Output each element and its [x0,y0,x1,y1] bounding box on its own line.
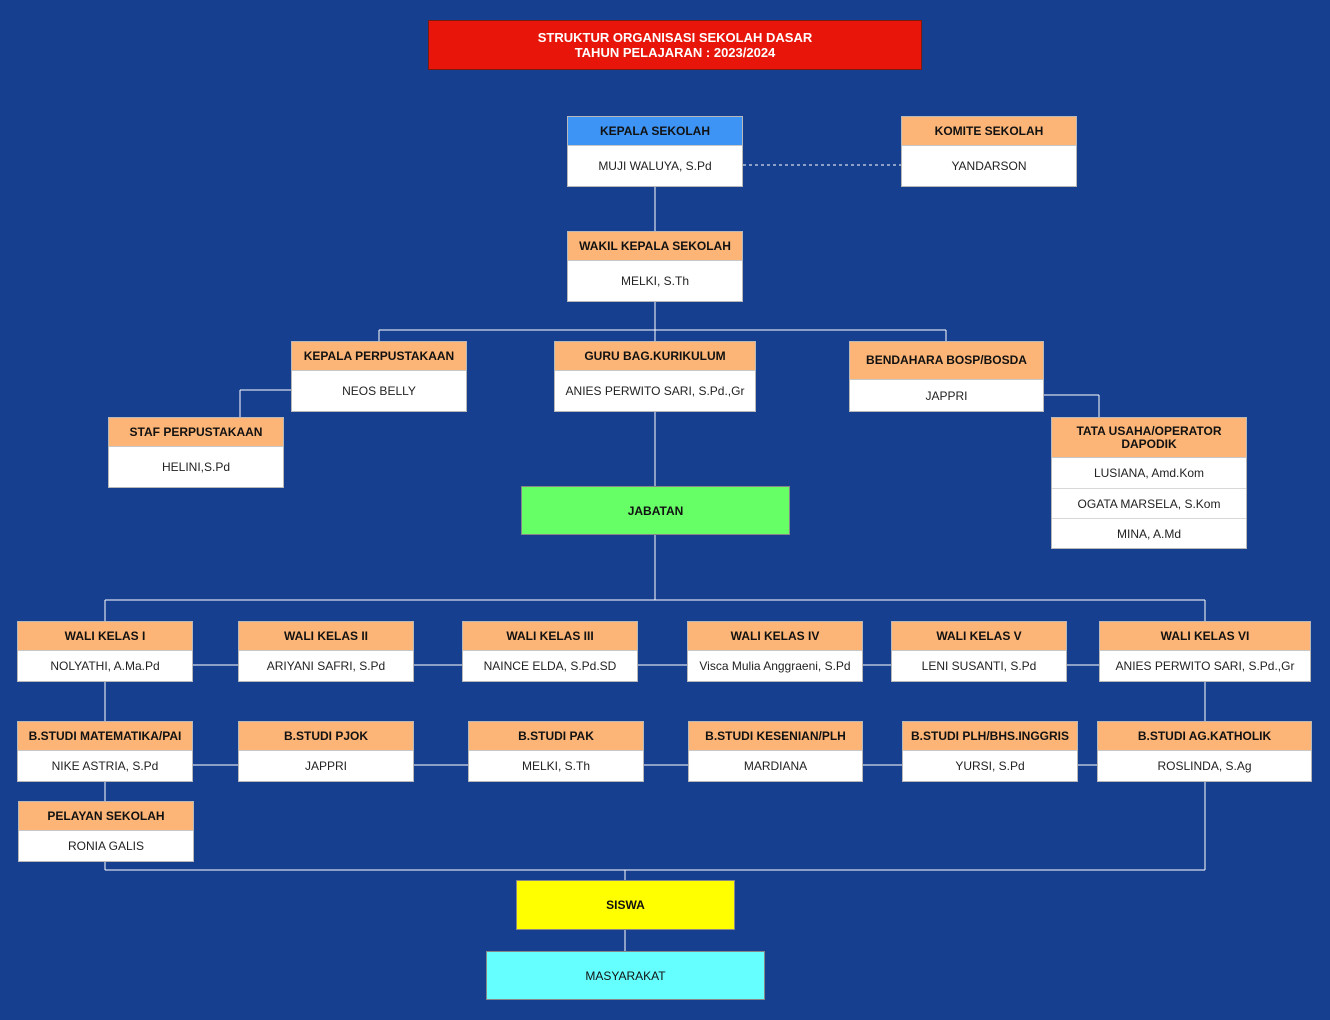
node-wali-4: WALI KELAS IV Visca Mulia Anggraeni, S.Pd [687,621,863,682]
node-kepala-sekolah-name: MUJI WALUYA, S.Pd [598,159,712,173]
node-bs-plh-inggris: B.STUDI PLH/BHS.INGGRIS YURSI, S.Pd [902,721,1078,782]
node-kepala-sekolah-title: KEPALA SEKOLAH [568,117,742,146]
node-staf-perpustakaan: STAF PERPUSTAKAAN HELINI,S.Pd [108,417,284,488]
node-wali-2-name: ARIYANI SAFRI, S.Pd [266,659,386,673]
node-tata-usaha-title: TATA USAHA/OPERATOR DAPODIK [1052,418,1246,458]
siswa-box: SISWA [516,880,735,930]
node-wali-6-title: WALI KELAS VI [1100,622,1310,651]
node-kepala-perpustakaan-title: KEPALA PERPUSTAKAAN [292,342,466,371]
node-tata-usaha-name: MINA, A.Md [1052,518,1246,548]
node-guru-kurikulum-title: GURU BAG.KURIKULUM [555,342,755,371]
node-bs-plh-inggris-title: B.STUDI PLH/BHS.INGGRIS [903,722,1077,751]
node-bs-katolik-title: B.STUDI AG.KATHOLIK [1098,722,1311,751]
siswa-label: SISWA [606,898,645,912]
node-wali-5: WALI KELAS V LENI SUSANTI, S.Pd [891,621,1067,682]
node-tata-usaha-name: OGATA MARSELA, S.Kom [1052,488,1246,518]
node-bs-pak-name: MELKI, S.Th [521,759,591,773]
node-wali-6-name: ANIES PERWITO SARI, S.Pd.,Gr [1115,659,1295,673]
node-guru-kurikulum-name: ANIES PERWITO SARI, S.Pd.,Gr [565,384,745,398]
node-wali-1-name: NOLYATHI, A.Ma.Pd [50,659,160,673]
node-bs-pjok-title: B.STUDI PJOK [239,722,413,751]
node-wali-4-name: Visca Mulia Anggraeni, S.Pd [699,659,851,673]
jabatan-label: JABATAN [627,503,684,518]
node-wakil-kepala: WAKIL KEPALA SEKOLAH MELKI, S.Th [567,231,743,302]
node-bs-kesenian: B.STUDI KESENIAN/PLH MARDIANA [688,721,863,782]
node-komite-sekolah-name: YANDARSON [951,159,1027,173]
node-wali-2-title: WALI KELAS II [239,622,413,651]
node-bs-pak-title: B.STUDI PAK [469,722,643,751]
node-bs-matematika-name: NIKE ASTRIA, S.Pd [51,759,159,773]
node-bs-plh-inggris-name: YURSI, S.Pd [955,759,1025,773]
node-pelayan-sekolah-name: RONIA GALIS [67,839,145,853]
node-bs-katolik: B.STUDI AG.KATHOLIK ROSLINDA, S.Ag [1097,721,1312,782]
node-wali-3-title: WALI KELAS III [463,622,637,651]
node-wakil-kepala-title: WAKIL KEPALA SEKOLAH [568,232,742,261]
node-komite-sekolah: KOMITE SEKOLAH YANDARSON [901,116,1077,187]
node-wali-3-name: NAINCE ELDA, S.Pd.SD [483,659,617,673]
title-line-2: TAHUN PELAJARAN : 2023/2024 [574,45,776,60]
node-wali-5-name: LENI SUSANTI, S.Pd [921,659,1037,673]
masyarakat-label: MASYARAKAT [585,968,666,983]
node-kepala-sekolah: KEPALA SEKOLAH MUJI WALUYA, S.Pd [567,116,743,187]
chart-title: STRUKTUR ORGANISASI SEKOLAH DASAR TAHUN … [428,20,922,70]
node-pelayan-sekolah: PELAYAN SEKOLAH RONIA GALIS [18,801,194,862]
node-wali-1-title: WALI KELAS I [18,622,192,651]
node-wali-1: WALI KELAS I NOLYATHI, A.Ma.Pd [17,621,193,682]
node-wali-4-title: WALI KELAS IV [688,622,862,651]
node-bs-pjok: B.STUDI PJOK JAPPRI [238,721,414,782]
node-bs-matematika: B.STUDI MATEMATIKA/PAI NIKE ASTRIA, S.Pd [17,721,193,782]
node-wakil-kepala-name: MELKI, S.Th [620,274,690,288]
node-bs-pak: B.STUDI PAK MELKI, S.Th [468,721,644,782]
node-bs-matematika-title: B.STUDI MATEMATIKA/PAI [18,722,192,751]
node-bs-kesenian-name: MARDIANA [743,759,808,773]
node-kepala-perpustakaan: KEPALA PERPUSTAKAAN NEOS BELLY [291,341,467,412]
node-bendahara-name: JAPPRI [925,388,968,403]
node-wali-5-title: WALI KELAS V [892,622,1066,651]
node-kepala-perpustakaan-name: NEOS BELLY [342,384,416,398]
jabatan-box: JABATAN [521,486,790,535]
node-tata-usaha-name: LUSIANA, Amd.Kom [1093,466,1205,480]
node-bendahara-title: BENDAHARA BOSP/BOSDA [850,342,1043,380]
node-guru-kurikulum: GURU BAG.KURIKULUM ANIES PERWITO SARI, S.… [554,341,756,412]
node-wali-6: WALI KELAS VI ANIES PERWITO SARI, S.Pd.,G… [1099,621,1311,682]
node-bs-kesenian-title: B.STUDI KESENIAN/PLH [689,722,862,751]
title-line-1: STRUKTUR ORGANISASI SEKOLAH DASAR [537,30,813,45]
masyarakat-box: MASYARAKAT [486,951,765,1000]
node-bs-pjok-name: JAPPRI [304,759,347,773]
node-wali-2: WALI KELAS II ARIYANI SAFRI, S.Pd [238,621,414,682]
node-staf-perpustakaan-title: STAF PERPUSTAKAAN [109,418,283,447]
node-pelayan-sekolah-title: PELAYAN SEKOLAH [19,802,193,831]
node-komite-sekolah-title: KOMITE SEKOLAH [902,117,1076,146]
node-tata-usaha: TATA USAHA/OPERATOR DAPODIK LUSIANA, Amd.… [1051,417,1247,549]
node-wali-3: WALI KELAS III NAINCE ELDA, S.Pd.SD [462,621,638,682]
node-staf-perpustakaan-name: HELINI,S.Pd [161,460,231,474]
node-bs-katolik-name: ROSLINDA, S.Ag [1157,759,1252,773]
node-bendahara: BENDAHARA BOSP/BOSDA JAPPRI [849,341,1044,412]
